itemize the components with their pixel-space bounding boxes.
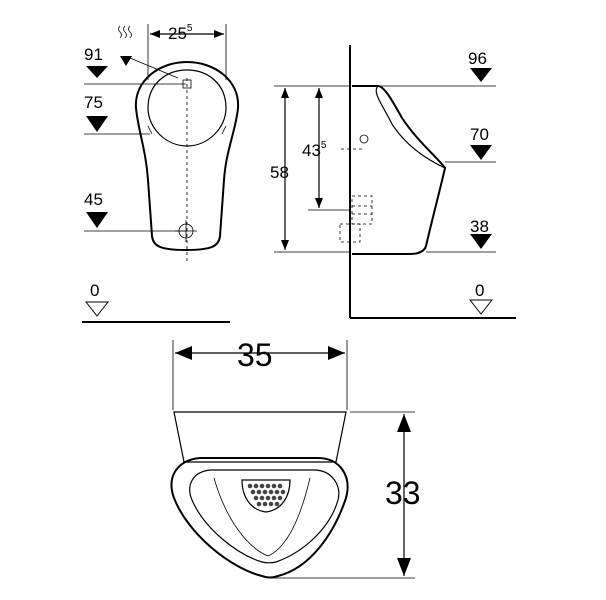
width-25-5-label: 255 [168, 23, 193, 43]
front-floor-label: 0 [90, 281, 99, 300]
level-45-marker [86, 212, 108, 228]
level-70-label: 70 [470, 125, 489, 144]
urinal-side-outline [352, 85, 447, 255]
urinal-front-outline [134, 60, 240, 252]
level-91-label: 91 [84, 45, 103, 64]
level-70-marker [470, 145, 492, 160]
level-38-label: 38 [470, 217, 489, 236]
height-43-5-label: 435 [302, 140, 327, 160]
side-inlet-circle [359, 134, 369, 144]
front-view: 255 91 75 45 0 [82, 23, 240, 323]
side-floor-marker [468, 299, 494, 315]
level-96-label: 96 [468, 49, 487, 68]
plan-view: 35 33 [170, 337, 421, 579]
plan-outer-outline [170, 457, 349, 579]
level-75-label: 75 [84, 93, 103, 112]
front-floor-marker [84, 301, 110, 317]
level-75-marker [86, 116, 108, 132]
side-floor-label: 0 [475, 281, 484, 300]
side-view: 58 435 96 70 38 0 [270, 45, 516, 319]
water-inlet-icon [118, 25, 179, 79]
depth-33-label: 33 [385, 475, 421, 511]
width-35-label: 35 [237, 337, 273, 373]
level-45-label: 45 [84, 190, 103, 209]
height-58-label: 58 [270, 163, 289, 182]
plan-inner-bowl [189, 469, 340, 564]
level-38-marker [470, 234, 492, 249]
level-91-marker [86, 66, 108, 78]
drain-grille [241, 479, 291, 513]
plan-back-plate [173, 411, 347, 463]
level-96-marker [470, 68, 492, 82]
